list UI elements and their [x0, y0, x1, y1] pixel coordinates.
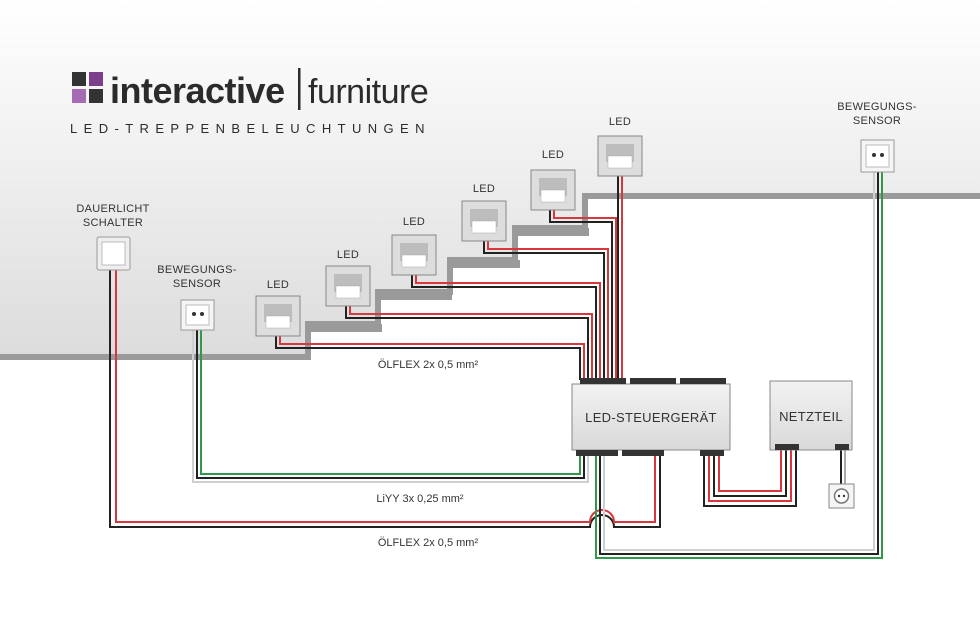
brand-name-secondary: furniture — [308, 73, 428, 111]
led-controller — [571, 378, 731, 456]
sensor-right-label-line1: BEWEGUNGS- — [837, 101, 916, 113]
brand-tagline: LED-TREPPENBELEUCHTUNGEN — [70, 121, 431, 136]
led-label-5: LED — [542, 149, 564, 161]
led-fixture-4 — [461, 200, 507, 242]
dauerlicht-switch — [96, 236, 131, 271]
led-fixture-5 — [530, 169, 576, 211]
brand-name-primary: interactive — [110, 70, 285, 111]
psu-wires — [703, 450, 846, 507]
dauerlicht-label-line1: DAUERLICHT — [76, 203, 149, 215]
led-fixture-6 — [597, 135, 643, 177]
sensor-left-label-line2: SENSOR — [173, 278, 221, 290]
power-supply — [769, 380, 853, 451]
led-label-6: LED — [609, 116, 631, 128]
led-label-4: LED — [473, 183, 495, 195]
brand-divider — [298, 68, 301, 110]
sensor-right-label-line2: SENSOR — [853, 115, 901, 127]
controller-label: LED-STEUERGERÄT — [585, 410, 717, 425]
cable-label-led: ÖLFLEX 2x 0,5 mm² — [378, 359, 479, 371]
cable-label-sensor: LiYY 3x 0,25 mm² — [376, 493, 464, 505]
stair-step-1 — [308, 324, 382, 332]
wall-background — [0, 0, 980, 357]
led-wires — [275, 176, 623, 380]
power-socket-icon — [828, 483, 855, 509]
stair-step-2 — [378, 292, 452, 300]
stair-step-4 — [515, 228, 589, 236]
motion-sensor-left — [180, 299, 215, 331]
led-label-2: LED — [337, 249, 359, 261]
led-label-3: LED — [403, 216, 425, 228]
led-label-1: LED — [267, 279, 289, 291]
led-fixture-1 — [255, 295, 301, 337]
left-sensor-wires — [192, 330, 589, 483]
led-fixture-2 — [325, 265, 371, 307]
right-sensor-wires — [595, 172, 883, 559]
led-fixture-3 — [391, 234, 437, 276]
dauerlicht-label-line2: SCHALTER — [83, 217, 143, 229]
cable-label-switch: ÖLFLEX 2x 0,5 mm² — [378, 537, 479, 549]
sensor-left-label-line1: BEWEGUNGS- — [157, 264, 236, 276]
psu-label: NETZTEIL — [779, 409, 843, 424]
switch-wires — [109, 270, 661, 528]
motion-sensor-right — [860, 139, 895, 173]
stair-step-3 — [450, 260, 520, 268]
brand-logo-icon — [72, 72, 103, 103]
